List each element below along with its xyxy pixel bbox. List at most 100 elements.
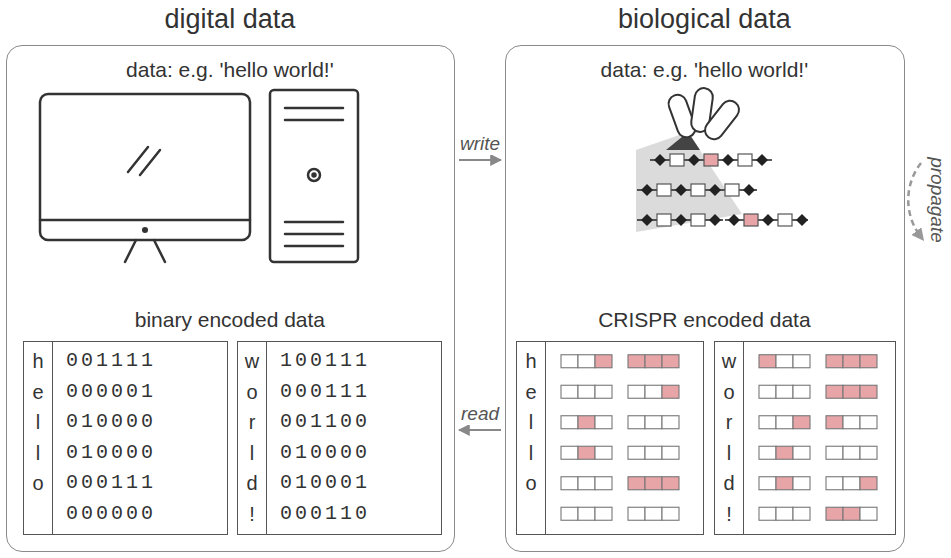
spacer-square — [578, 507, 595, 520]
crispr-table: hello — [516, 341, 704, 535]
letter-cell: w — [238, 346, 266, 377]
letter-cell: l — [24, 438, 52, 469]
letter-cell: l — [517, 438, 545, 469]
binary-code: 000001 — [66, 377, 156, 408]
spacer-square — [776, 385, 793, 398]
spacer-square — [860, 477, 877, 490]
spacer-square — [578, 355, 595, 368]
spacer-square — [645, 507, 662, 520]
spacer-square — [826, 416, 843, 429]
spacer-square — [662, 446, 679, 459]
spacer-square — [843, 477, 860, 490]
letter-cell: ! — [238, 499, 266, 530]
spacer-square — [561, 446, 578, 459]
data-panel: helloworld!biological datadata: e.g. 'he… — [505, 45, 905, 552]
spacer-square — [759, 385, 776, 398]
spacer-square — [645, 355, 662, 368]
spacer-square — [860, 416, 877, 429]
spacer-square — [595, 446, 612, 459]
binary-table: world!1001110001110011000100000100010001… — [237, 341, 442, 535]
spacer-square — [561, 385, 578, 398]
flow-arrow — [459, 159, 501, 161]
spacer-square — [662, 507, 679, 520]
spacer-square — [759, 446, 776, 459]
binary-code: 001111 — [66, 346, 156, 377]
spacer-square — [793, 477, 810, 490]
letter-cell: o — [24, 468, 52, 499]
arrow-label: read — [459, 403, 501, 425]
letter-cell: l — [24, 407, 52, 438]
spacer-square — [578, 416, 595, 429]
computer-icon — [40, 90, 358, 262]
spacer-square — [595, 385, 612, 398]
spacer-square — [645, 385, 662, 398]
propagate-arrow — [908, 163, 921, 237]
letter-cell: d — [715, 468, 743, 499]
flow-arrow — [459, 429, 501, 431]
panel-text: CRISPR encoded data — [598, 308, 810, 332]
spacer-square — [645, 416, 662, 429]
spacer-square — [826, 446, 843, 459]
spacer-square — [662, 355, 679, 368]
letter-cell: r — [238, 407, 266, 438]
binary-code: 010000 — [66, 407, 156, 438]
process-label: propagate — [926, 157, 948, 243]
spacer-square — [843, 446, 860, 459]
spacer-square — [595, 416, 612, 429]
panel-heading: biological data — [618, 4, 791, 35]
spacer-square — [826, 507, 843, 520]
panel-text: binary encoded data — [135, 308, 325, 332]
crispr-table: world! — [714, 341, 896, 535]
spacer-square — [662, 416, 679, 429]
binary-code: 010000 — [280, 438, 370, 469]
spacer-square — [578, 385, 595, 398]
bacteria-illustration — [636, 87, 808, 232]
spacer-square — [628, 385, 645, 398]
binary-table: hello00111100000101000001000000011100000… — [23, 341, 228, 535]
spacer-square — [578, 446, 595, 459]
letter-cell: o — [715, 377, 743, 408]
spacer-square — [561, 416, 578, 429]
spacer-square — [793, 416, 810, 429]
spacer-square — [595, 477, 612, 490]
arrow-label: write — [458, 133, 502, 155]
spacer-square — [860, 446, 877, 459]
spacer-square — [793, 385, 810, 398]
spacer-square — [628, 507, 645, 520]
binary-code: 000110 — [280, 499, 370, 530]
letter-cell: h — [24, 346, 52, 377]
binary-code: 010000 — [66, 438, 156, 469]
spacer-square — [759, 416, 776, 429]
spacer-square — [843, 416, 860, 429]
spacer-square — [595, 507, 612, 520]
letter-cell: d — [238, 468, 266, 499]
spacer-square — [776, 355, 793, 368]
spacer-square — [860, 385, 877, 398]
spacer-square — [645, 477, 662, 490]
spacer-square — [860, 355, 877, 368]
spacer-square — [561, 355, 578, 368]
spacer-square — [860, 507, 877, 520]
letter-cell: l — [238, 438, 266, 469]
spacer-square — [561, 507, 578, 520]
letter-cell: l — [715, 438, 743, 469]
column-divider — [743, 342, 744, 534]
spacer-square — [776, 416, 793, 429]
letter-cell: ! — [715, 499, 743, 530]
spacer-square — [628, 477, 645, 490]
letter-cell: o — [517, 468, 545, 499]
letter-cell: r — [715, 407, 743, 438]
spacer-square — [662, 385, 679, 398]
panel-text: data: e.g. 'hello world!' — [601, 58, 809, 82]
spacer-square — [776, 507, 793, 520]
spacer-square — [595, 355, 612, 368]
spacer-square — [776, 446, 793, 459]
panel-text: data: e.g. 'hello world!' — [126, 58, 334, 82]
data-panel: hello00111100000101000001000000011100000… — [6, 45, 455, 552]
column-divider — [52, 342, 53, 534]
spacer-square — [578, 477, 595, 490]
letter-cell: e — [517, 377, 545, 408]
spacer-square — [628, 446, 645, 459]
spacer-square — [561, 477, 578, 490]
spacer-square — [776, 477, 793, 490]
